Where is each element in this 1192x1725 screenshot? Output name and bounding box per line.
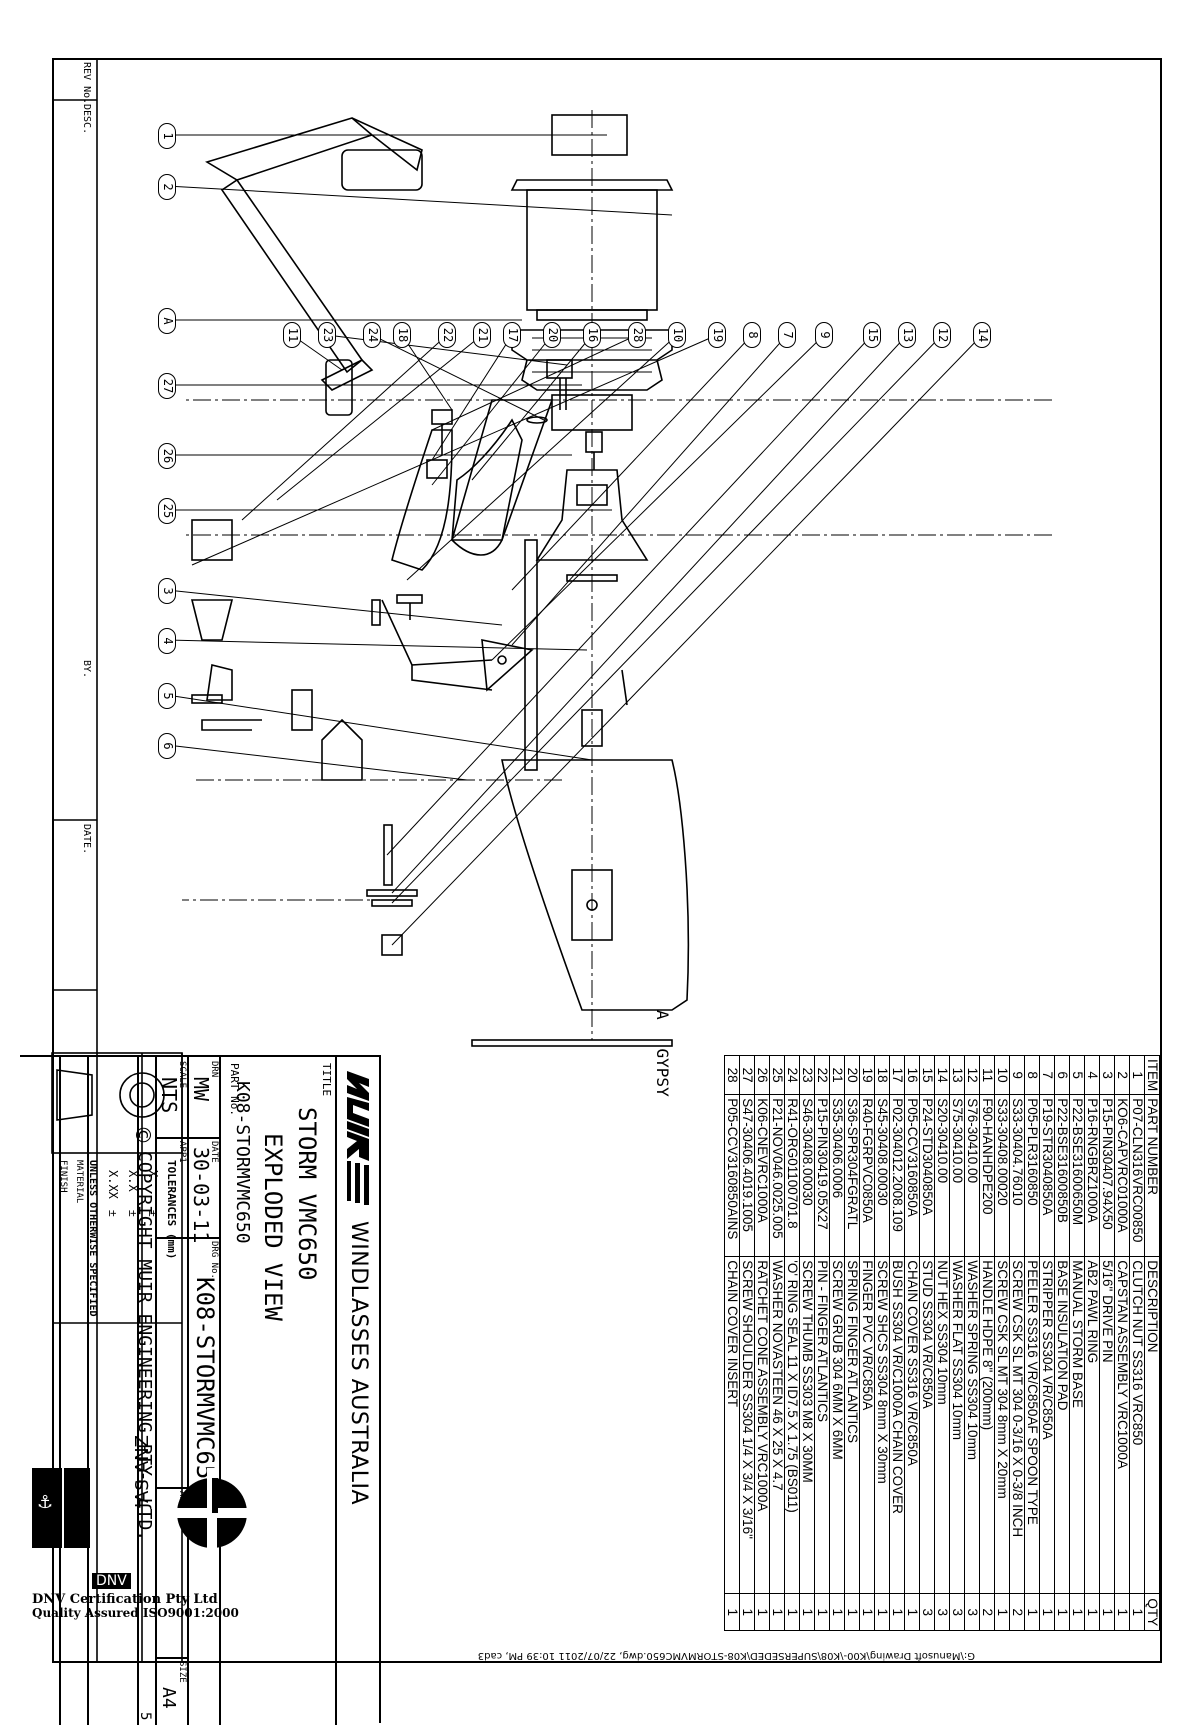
callout-bubble: 25 — [158, 498, 176, 524]
dnv-label: DNV — [92, 1573, 131, 1589]
tol-x-pm: ± — [146, 1210, 160, 1217]
title-block: WINDLASSES AUSTRALIA TITLE STORM VMC650 … — [20, 1055, 381, 1725]
callout-bubble: 3 — [158, 578, 176, 604]
tol-x-label: X. — [146, 1170, 160, 1185]
rev-date-label: DATE. — [81, 824, 92, 855]
unless-specified: UNLESS OTHERWISE SPECIFIED — [87, 1160, 98, 1317]
certification-block: JAS-ANZ ⚓ DNV DNV Certification Pty Ltd … — [32, 1435, 272, 1620]
callout-bubble: 15 — [863, 322, 881, 348]
callout-bubble: 4 — [158, 628, 176, 654]
muir-logo — [343, 1069, 373, 1209]
rev-desc-label: DESC. — [81, 104, 92, 135]
muir-logo-icon — [347, 1071, 369, 1205]
file-path-footer: G:\Manusoft Drawing\K00-\K08\SUPERSEDED\… — [477, 1650, 975, 1661]
callout-bubble: 8 — [743, 322, 761, 348]
finish-label: FINISH — [58, 1160, 68, 1193]
sheet-number: 5 — [137, 1712, 153, 1721]
callout-bubble: 9 — [815, 322, 833, 348]
tolerances-label: TOLERANCES (mm) — [165, 1160, 178, 1260]
tol-xxx-pm: ± — [106, 1210, 120, 1217]
callout-bubble: 23 — [318, 322, 336, 348]
callout-bubble: 7 — [778, 322, 796, 348]
callout-bubble: 13 — [898, 322, 916, 348]
tol-xx-pm: ± — [126, 1210, 140, 1217]
tol-xxx-label: X.XX — [106, 1170, 120, 1199]
callout-bubble: 21 — [473, 322, 491, 348]
rev-by-label: BY. — [81, 660, 92, 679]
rev-no-label: REV No. — [81, 62, 92, 105]
callout-bubble: 19 — [708, 322, 726, 348]
callout-bubble: A — [158, 308, 176, 334]
callout-bubble: 22 — [438, 322, 456, 348]
callout-bubble: 10 — [668, 322, 686, 348]
callout-bubble: 28 — [628, 322, 646, 348]
dnv-certification-line2: Quality Assured ISO9001:2000 — [32, 1606, 239, 1620]
callout-bubble: 18 — [393, 322, 411, 348]
callout-bubble: 5 — [158, 683, 176, 709]
callout-bubble: 6 — [158, 733, 176, 759]
callout-bubble: 26 — [158, 443, 176, 469]
callout-bubble: 17 — [503, 322, 521, 348]
callout-bubble: 1 — [158, 123, 176, 149]
callout-bubble: 24 — [363, 322, 381, 348]
dnv-certification-line1: DNV Certification Pty Ltd — [32, 1592, 218, 1607]
callout-bubble: 14 — [973, 322, 991, 348]
jas-anz-logo-icon — [172, 1468, 252, 1558]
callout-bubble: 12 — [933, 322, 951, 348]
tol-xx-label: X.X — [126, 1170, 140, 1192]
material-label: MATERIAL — [74, 1160, 84, 1204]
callout-bubble: 2 — [158, 174, 176, 200]
dnv-logo-icon: ⚓ — [32, 1468, 90, 1548]
callout-bubble: 27 — [158, 373, 176, 399]
size-value: A4 — [158, 1687, 179, 1709]
gypsy-annotation: A GYPSY — [653, 1010, 672, 1097]
callout-bubble: 16 — [583, 322, 601, 348]
callout-bubble: 11 — [283, 322, 301, 348]
callout-bubble: 20 — [543, 322, 561, 348]
svg-text:⚓: ⚓ — [37, 1492, 53, 1513]
exploded-view-drawing — [51, 58, 1052, 1663]
